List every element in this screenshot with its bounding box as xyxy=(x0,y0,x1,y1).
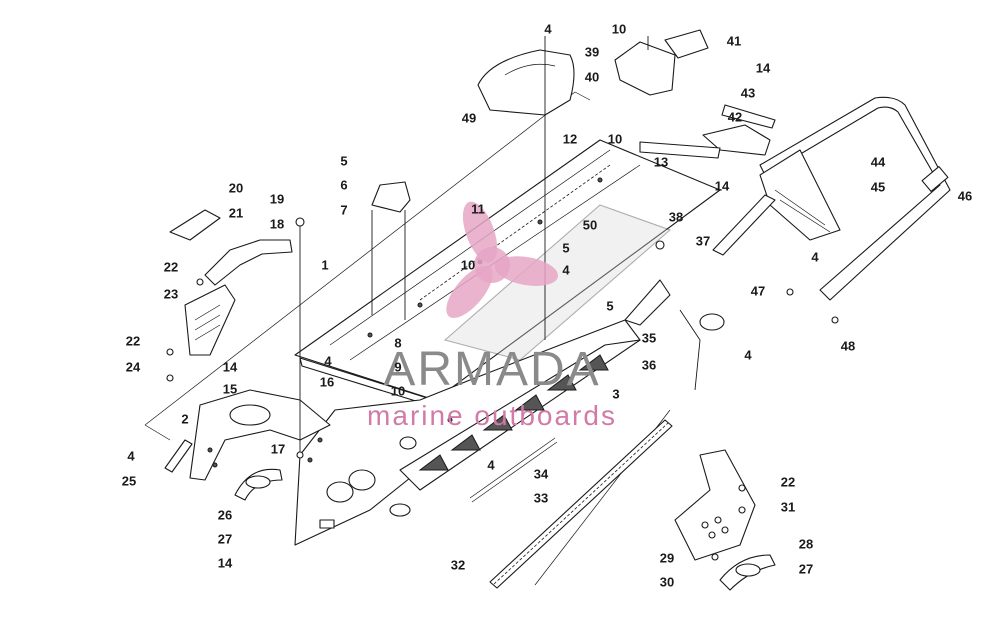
callout-c-11: 11 xyxy=(471,201,485,216)
callout-c-4g: 4 xyxy=(487,457,495,472)
callout-c-36: 36 xyxy=(642,357,656,372)
callout-c-4a: 4 xyxy=(544,21,552,36)
callout-c-5a: 5 xyxy=(340,153,347,168)
callout-c-2: 2 xyxy=(181,411,188,426)
fasteners xyxy=(166,217,839,561)
callout-c-46: 46 xyxy=(958,188,972,203)
callout-c-30: 30 xyxy=(660,574,674,589)
callout-c-29: 29 xyxy=(660,550,674,565)
callout-c-31: 31 xyxy=(781,499,795,514)
callout-c-4d: 4 xyxy=(744,347,752,362)
callout-c-12: 12 xyxy=(563,131,577,146)
rear-bracket-40 xyxy=(614,29,709,96)
callout-c-24: 24 xyxy=(126,359,141,374)
callout-c-33: 33 xyxy=(534,490,548,505)
callout-c-17: 17 xyxy=(271,441,285,456)
callout-c-5c: 5 xyxy=(606,298,613,313)
callout-c-18: 18 xyxy=(270,216,284,231)
callout-c-14c: 14 xyxy=(223,359,238,374)
callout-c-47: 47 xyxy=(751,283,765,298)
callout-c-10d: 10 xyxy=(391,383,405,398)
callout-c-4b: 4 xyxy=(811,249,819,264)
propeller-icon xyxy=(446,201,559,318)
callout-c-4e: 4 xyxy=(324,353,332,368)
callout-c-5b: 5 xyxy=(562,240,569,255)
bracket-35 xyxy=(624,279,725,391)
callout-c-10c: 10 xyxy=(461,257,475,272)
callout-c-23: 23 xyxy=(164,286,178,301)
callout-c-8: 8 xyxy=(394,335,401,350)
watermark-title: ARMADA xyxy=(383,343,600,396)
callout-c-35: 35 xyxy=(642,330,656,345)
callout-c-7: 7 xyxy=(340,202,347,217)
callout-c-21: 21 xyxy=(229,205,243,220)
watermark-subtitle: marine outboards xyxy=(367,400,617,431)
callout-c-26: 26 xyxy=(218,507,232,522)
footrest-plate xyxy=(674,449,756,561)
callout-c-20: 20 xyxy=(229,180,243,195)
callout-c-10a: 10 xyxy=(612,21,626,36)
callout-c-27a: 27 xyxy=(218,531,232,546)
callout-c-28: 28 xyxy=(799,536,813,551)
callout-c-16: 16 xyxy=(320,374,334,389)
tunnel-side-truss xyxy=(399,339,641,491)
rear-tube xyxy=(639,141,776,256)
callout-c-22a: 22 xyxy=(164,259,178,274)
callout-c-49: 49 xyxy=(462,110,476,125)
callout-c-15: 15 xyxy=(223,381,237,396)
seat-pad-49 xyxy=(477,36,575,340)
rear-bumper xyxy=(759,96,951,301)
callout-c-50: 50 xyxy=(583,217,597,232)
callout-c-25: 25 xyxy=(122,473,136,488)
callout-c-39: 39 xyxy=(585,44,599,59)
callout-c-48: 48 xyxy=(841,338,855,353)
bracket-7 xyxy=(371,181,411,320)
callout-c-4f: 4 xyxy=(127,448,135,463)
front-handle xyxy=(169,209,301,455)
callout-c-13: 13 xyxy=(654,154,668,169)
front-bracket xyxy=(189,389,331,481)
callout-c-1: 1 xyxy=(321,257,328,272)
callout-c-32: 32 xyxy=(451,557,465,572)
callout-c-4c: 4 xyxy=(562,262,570,277)
foot-bracket-26 xyxy=(234,468,283,501)
callout-c-37: 37 xyxy=(696,233,710,248)
foot-guard-25 xyxy=(164,439,193,473)
callout-c-34: 34 xyxy=(534,466,549,481)
watermark: ARMADA marine outboards xyxy=(367,201,617,431)
callout-c-6: 6 xyxy=(340,177,347,192)
foot-bracket-28 xyxy=(719,554,776,591)
callout-c-41: 41 xyxy=(727,33,741,48)
callout-c-19: 19 xyxy=(270,191,284,206)
callout-c-43: 43 xyxy=(741,85,755,100)
callout-c-40: 40 xyxy=(585,69,599,84)
callout-c-42: 42 xyxy=(728,109,742,124)
callout-c-10b: 10 xyxy=(608,131,622,146)
callout-c-9: 9 xyxy=(394,359,401,374)
callout-c-44: 44 xyxy=(871,154,886,169)
callout-c-14a: 14 xyxy=(756,60,771,75)
callout-c-45: 45 xyxy=(871,179,885,194)
callout-c-27b: 27 xyxy=(799,561,813,576)
callout-c-14d: 14 xyxy=(218,555,233,570)
callout-c-3: 3 xyxy=(612,386,619,401)
callout-c-22b: 22 xyxy=(126,333,140,348)
callout-c-38: 38 xyxy=(669,209,683,224)
callout-c-14b: 14 xyxy=(715,178,730,193)
slide-rails xyxy=(469,419,673,589)
callout-c-22c: 22 xyxy=(781,474,795,489)
